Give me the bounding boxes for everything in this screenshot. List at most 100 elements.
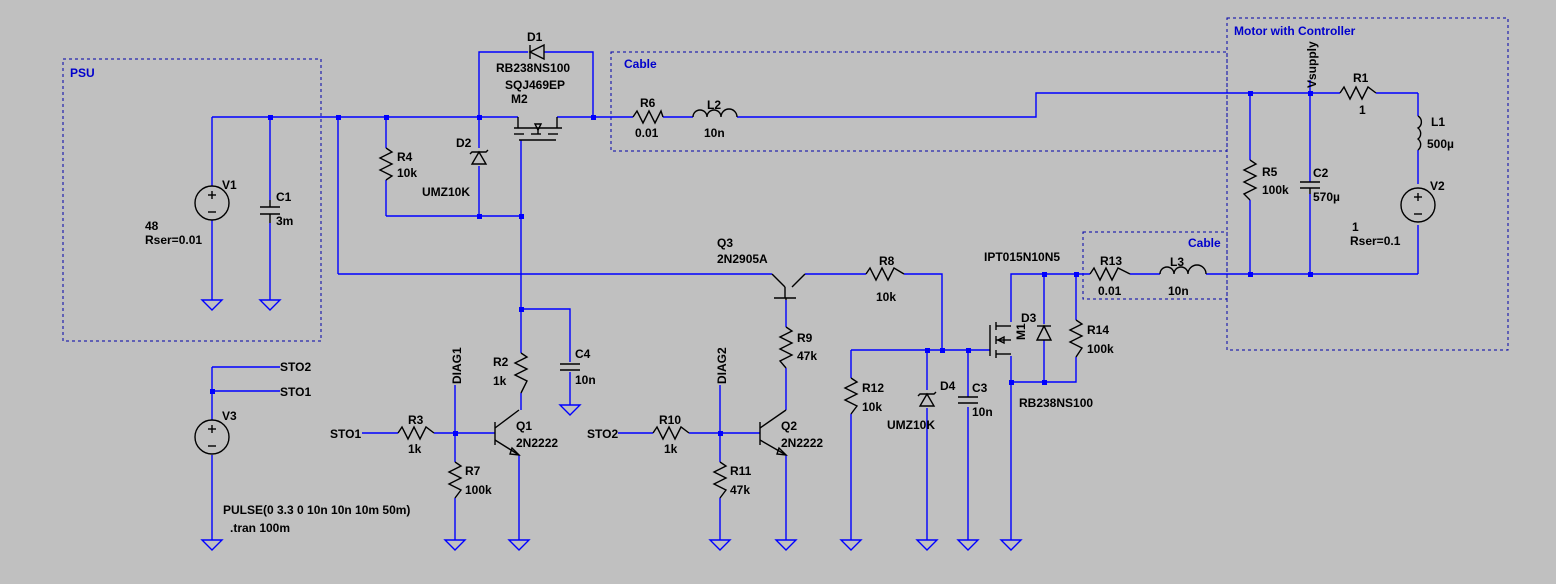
v2-ref: V2 xyxy=(1430,179,1445,193)
v2-extra: Rser=0.1 xyxy=(1350,234,1401,248)
resistor-r10[interactable] xyxy=(652,425,690,441)
resistor-r11[interactable] xyxy=(712,461,728,499)
resistor-r6[interactable] xyxy=(632,109,664,125)
resistor-r3[interactable] xyxy=(397,425,435,441)
transistor-q3[interactable] xyxy=(771,273,806,300)
resistor-r4[interactable] xyxy=(378,147,394,181)
wires-top-rail xyxy=(211,51,1419,405)
cable-bottom-region-box xyxy=(1082,231,1228,300)
transistor-q2[interactable] xyxy=(759,409,788,456)
zener-d2[interactable] xyxy=(469,149,489,165)
l2-ref: L2 xyxy=(707,98,721,112)
d1-value: RB238NS100 xyxy=(496,61,570,75)
resistor-r7[interactable] xyxy=(447,461,463,499)
r2-ref: R2 xyxy=(493,355,509,369)
cable-top-region-label: Cable xyxy=(624,57,657,71)
l3-value: 10n xyxy=(1168,284,1189,298)
r10-ref: R10 xyxy=(659,413,681,427)
c3-value: 10n xyxy=(972,405,993,419)
m2-ref: M2 xyxy=(511,92,528,106)
r9-value: 47k xyxy=(797,349,817,363)
r12-value: 10k xyxy=(862,400,882,414)
transistor-q1[interactable] xyxy=(494,409,521,456)
sto1-net-label-right: STO1 xyxy=(280,385,311,399)
motor-region-label: Motor with Controller xyxy=(1234,24,1356,38)
r10-value: 1k xyxy=(664,442,678,456)
vsupply-net-label: Vsupply xyxy=(1305,41,1319,88)
l1-value: 500µ xyxy=(1427,137,1454,151)
motor-region-box xyxy=(1226,17,1509,351)
v1-extra: Rser=0.01 xyxy=(145,233,202,247)
sto1-net-label-left: STO1 xyxy=(330,427,361,441)
r4-ref: R4 xyxy=(397,150,413,164)
junction-dots xyxy=(210,91,1313,436)
resistor-r13[interactable] xyxy=(1089,266,1131,282)
m2-value: SQJ469EP xyxy=(505,78,565,92)
v2-value: 1 xyxy=(1352,220,1359,234)
r12-ref: R12 xyxy=(862,381,884,395)
r5-ref: R5 xyxy=(1262,165,1278,179)
v3-value: PULSE(0 3.3 0 10n 10n 10m 50m) xyxy=(223,503,410,517)
q3-value: 2N2905A xyxy=(717,252,768,266)
resistor-r8[interactable] xyxy=(865,266,905,282)
cable-bottom-region-label: Cable xyxy=(1188,236,1221,250)
d3-ref: D3 xyxy=(1021,311,1037,325)
voltage-source-v1[interactable] xyxy=(194,185,230,221)
psu-region-box xyxy=(62,58,322,342)
resistor-r2[interactable] xyxy=(513,352,529,394)
ground-symbols xyxy=(200,299,1023,551)
c4-value: 10n xyxy=(575,373,596,387)
r14-value: 100k xyxy=(1087,342,1114,356)
c3-ref: C3 xyxy=(972,381,988,395)
diode-d1[interactable] xyxy=(528,43,545,61)
q2-ref: Q2 xyxy=(781,419,797,433)
r3-ref: R3 xyxy=(408,413,424,427)
psu-region-label: PSU xyxy=(70,66,95,80)
inductor-l2[interactable] xyxy=(692,108,738,118)
zener-d4[interactable] xyxy=(917,391,937,407)
capacitor-c3[interactable] xyxy=(958,396,978,404)
r8-ref: R8 xyxy=(879,254,895,268)
diode-d3[interactable] xyxy=(1035,324,1053,341)
inductor-l3[interactable] xyxy=(1159,264,1207,275)
l3-ref: L3 xyxy=(1170,255,1184,269)
capacitor-c2[interactable] xyxy=(1300,181,1320,194)
v1-ref: V1 xyxy=(222,178,237,192)
v3-ref: V3 xyxy=(222,409,237,423)
sto2-net-label-right: STO2 xyxy=(280,360,311,374)
q1-ref: Q1 xyxy=(516,419,532,433)
q2-value: 2N2222 xyxy=(781,436,823,450)
mosfet-m2[interactable] xyxy=(514,117,562,141)
cable-top-region-box xyxy=(610,51,1228,152)
resistor-r1[interactable] xyxy=(1339,85,1377,101)
q1-value: 2N2222 xyxy=(516,436,558,450)
resistor-r9[interactable] xyxy=(778,326,794,369)
resistor-r5[interactable] xyxy=(1242,159,1258,201)
c4-ref: C4 xyxy=(575,347,591,361)
voltage-source-v3[interactable] xyxy=(194,419,230,455)
resistor-r12[interactable] xyxy=(843,377,859,415)
resistor-r14[interactable] xyxy=(1068,319,1084,358)
r1-value: 1 xyxy=(1359,103,1366,117)
r13-ref: R13 xyxy=(1100,254,1122,268)
r4-value: 10k xyxy=(397,166,417,180)
tran-directive[interactable]: .tran 100m xyxy=(230,521,290,535)
d3-value: RB238NS100 xyxy=(1019,396,1093,410)
r9-ref: R9 xyxy=(797,331,813,345)
v1-value: 48 xyxy=(145,219,159,233)
voltage-source-v2[interactable] xyxy=(1400,187,1436,223)
r14-ref: R14 xyxy=(1087,323,1109,337)
diag1-net-label: DIAG1 xyxy=(450,347,464,384)
r7-value: 100k xyxy=(465,483,492,497)
capacitor-c4[interactable] xyxy=(560,363,580,371)
inductor-l1[interactable] xyxy=(1416,115,1423,151)
r1-ref: R1 xyxy=(1353,71,1369,85)
capacitor-c1[interactable] xyxy=(260,200,280,223)
mosfet-m1[interactable] xyxy=(989,322,1011,358)
d2-value: UMZ10K xyxy=(422,185,470,199)
l1-ref: L1 xyxy=(1431,115,1445,129)
q3-ref: Q3 xyxy=(717,236,733,250)
r6-value: 0.01 xyxy=(635,126,659,140)
